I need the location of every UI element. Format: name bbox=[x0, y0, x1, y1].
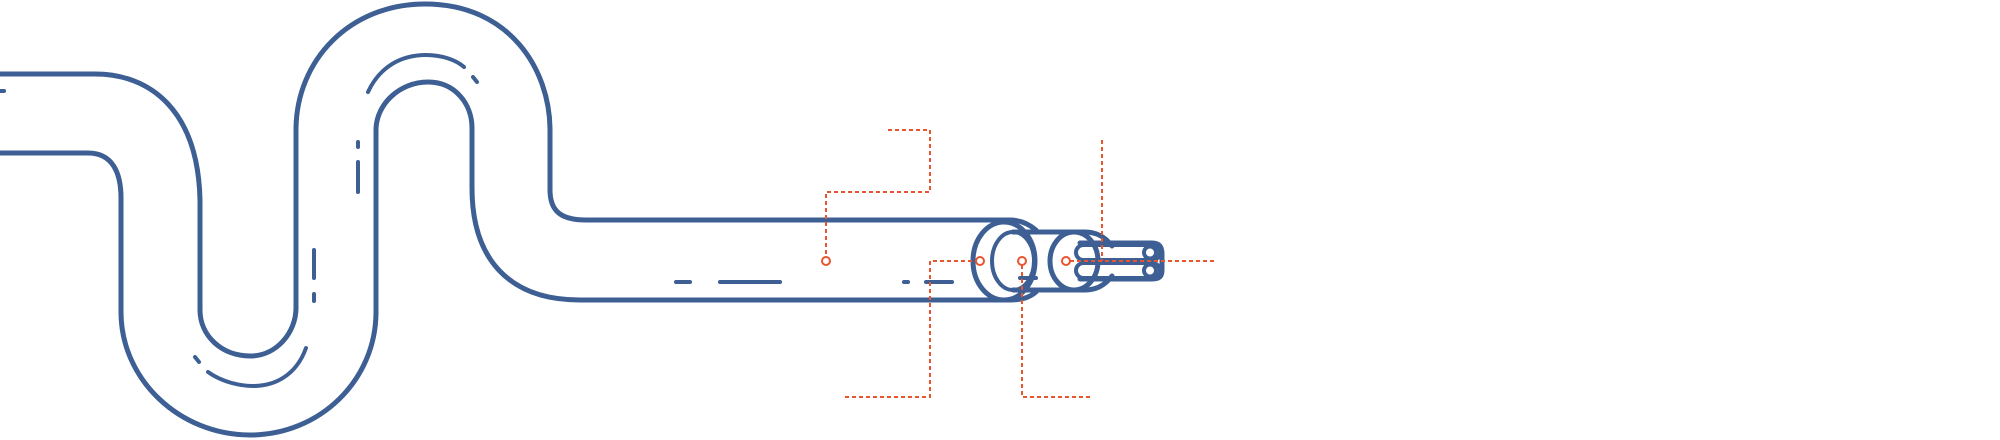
highlight-stroke bbox=[366, 53, 466, 94]
callout-leaders bbox=[821, 129, 1215, 398]
leader-line bbox=[1021, 265, 1090, 398]
callout-marker bbox=[821, 256, 831, 266]
highlight-stroke bbox=[206, 346, 308, 388]
callout-marker bbox=[1017, 256, 1027, 266]
highlight-stroke bbox=[193, 355, 201, 364]
callout-outer-jacket bbox=[821, 129, 931, 266]
callout-marker bbox=[975, 256, 985, 266]
cable-inner-edge bbox=[0, 79, 1039, 438]
callout-shield bbox=[845, 256, 985, 398]
conductor-top-end bbox=[1142, 244, 1158, 261]
conductor-bottom-end bbox=[1142, 262, 1158, 279]
highlight-stroke bbox=[471, 75, 479, 84]
callout-inner-insulation bbox=[1017, 256, 1090, 398]
callout-marker bbox=[1061, 256, 1071, 266]
leader-line bbox=[845, 260, 976, 398]
leader-line bbox=[825, 129, 931, 258]
cable-outer-edge bbox=[0, 1, 1039, 359]
callout-conductors bbox=[1061, 140, 1215, 266]
leader-line bbox=[1070, 140, 1215, 262]
outer-jacket-inner-ring bbox=[990, 230, 1036, 292]
cable-body bbox=[0, 1, 1165, 438]
